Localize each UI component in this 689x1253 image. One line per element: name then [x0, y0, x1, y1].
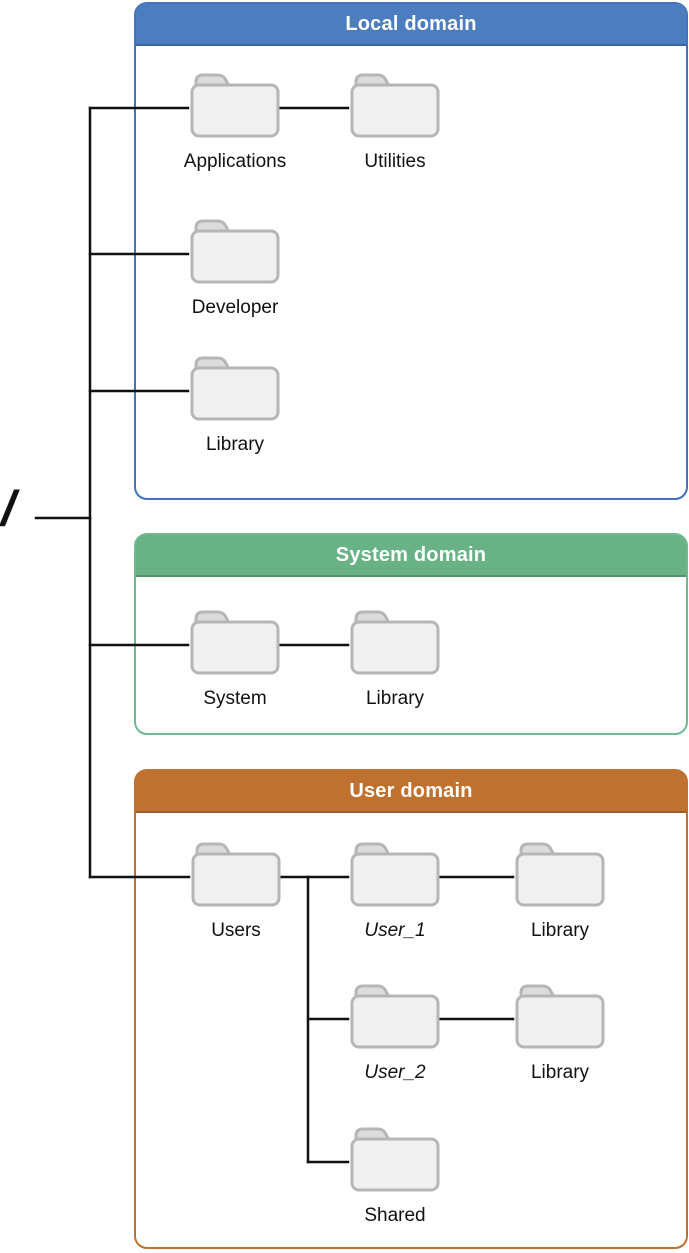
folder-icon — [350, 1127, 440, 1192]
folder-library-local: Library — [188, 353, 282, 455]
folder-users: Users — [189, 839, 283, 941]
folder-label: Users — [211, 920, 261, 941]
folder-icon — [515, 984, 605, 1049]
user-domain-title: User domain — [349, 779, 473, 802]
folder-label: Library — [365, 688, 425, 709]
folder-utilities: Utilities — [348, 70, 442, 172]
local-domain-title: Local domain — [345, 12, 477, 35]
folder-icon — [350, 842, 440, 907]
folder-icon — [515, 842, 605, 907]
root-slash-label: / — [0, 481, 20, 537]
system-domain-title: System domain — [335, 543, 487, 566]
folder-label: User_2 — [364, 1062, 426, 1083]
folder-icon — [350, 73, 440, 138]
local-domain-header: Local domain — [136, 4, 686, 46]
folder-user-1: User_1 — [348, 839, 442, 941]
user-domain-header: User domain — [136, 771, 686, 813]
folder-label: Utilities — [364, 151, 426, 172]
folder-library-user1: Library — [513, 839, 607, 941]
folder-icon — [190, 219, 280, 284]
folder-icon — [190, 610, 280, 675]
folder-icon — [191, 842, 281, 907]
folder-library-user2: Library — [513, 981, 607, 1083]
folder-system: System — [188, 607, 282, 709]
system-domain-header: System domain — [136, 535, 686, 577]
folder-shared: Shared — [348, 1124, 442, 1226]
folder-label: Applications — [183, 151, 287, 172]
folder-icon — [190, 73, 280, 138]
folder-label: Shared — [364, 1205, 426, 1226]
folder-label: Library — [530, 920, 590, 941]
folder-icon — [190, 356, 280, 421]
folder-library-system: Library — [348, 607, 442, 709]
folder-label: Library — [205, 434, 265, 455]
folder-icon — [350, 610, 440, 675]
folder-applications: Applications — [184, 70, 286, 172]
folder-developer: Developer — [188, 216, 282, 318]
folder-user-2: User_2 — [348, 981, 442, 1083]
folder-label: User_1 — [364, 920, 426, 941]
folder-icon — [350, 984, 440, 1049]
folder-label: Library — [530, 1062, 590, 1083]
folder-label: Developer — [191, 297, 279, 318]
folder-label: System — [203, 688, 267, 709]
